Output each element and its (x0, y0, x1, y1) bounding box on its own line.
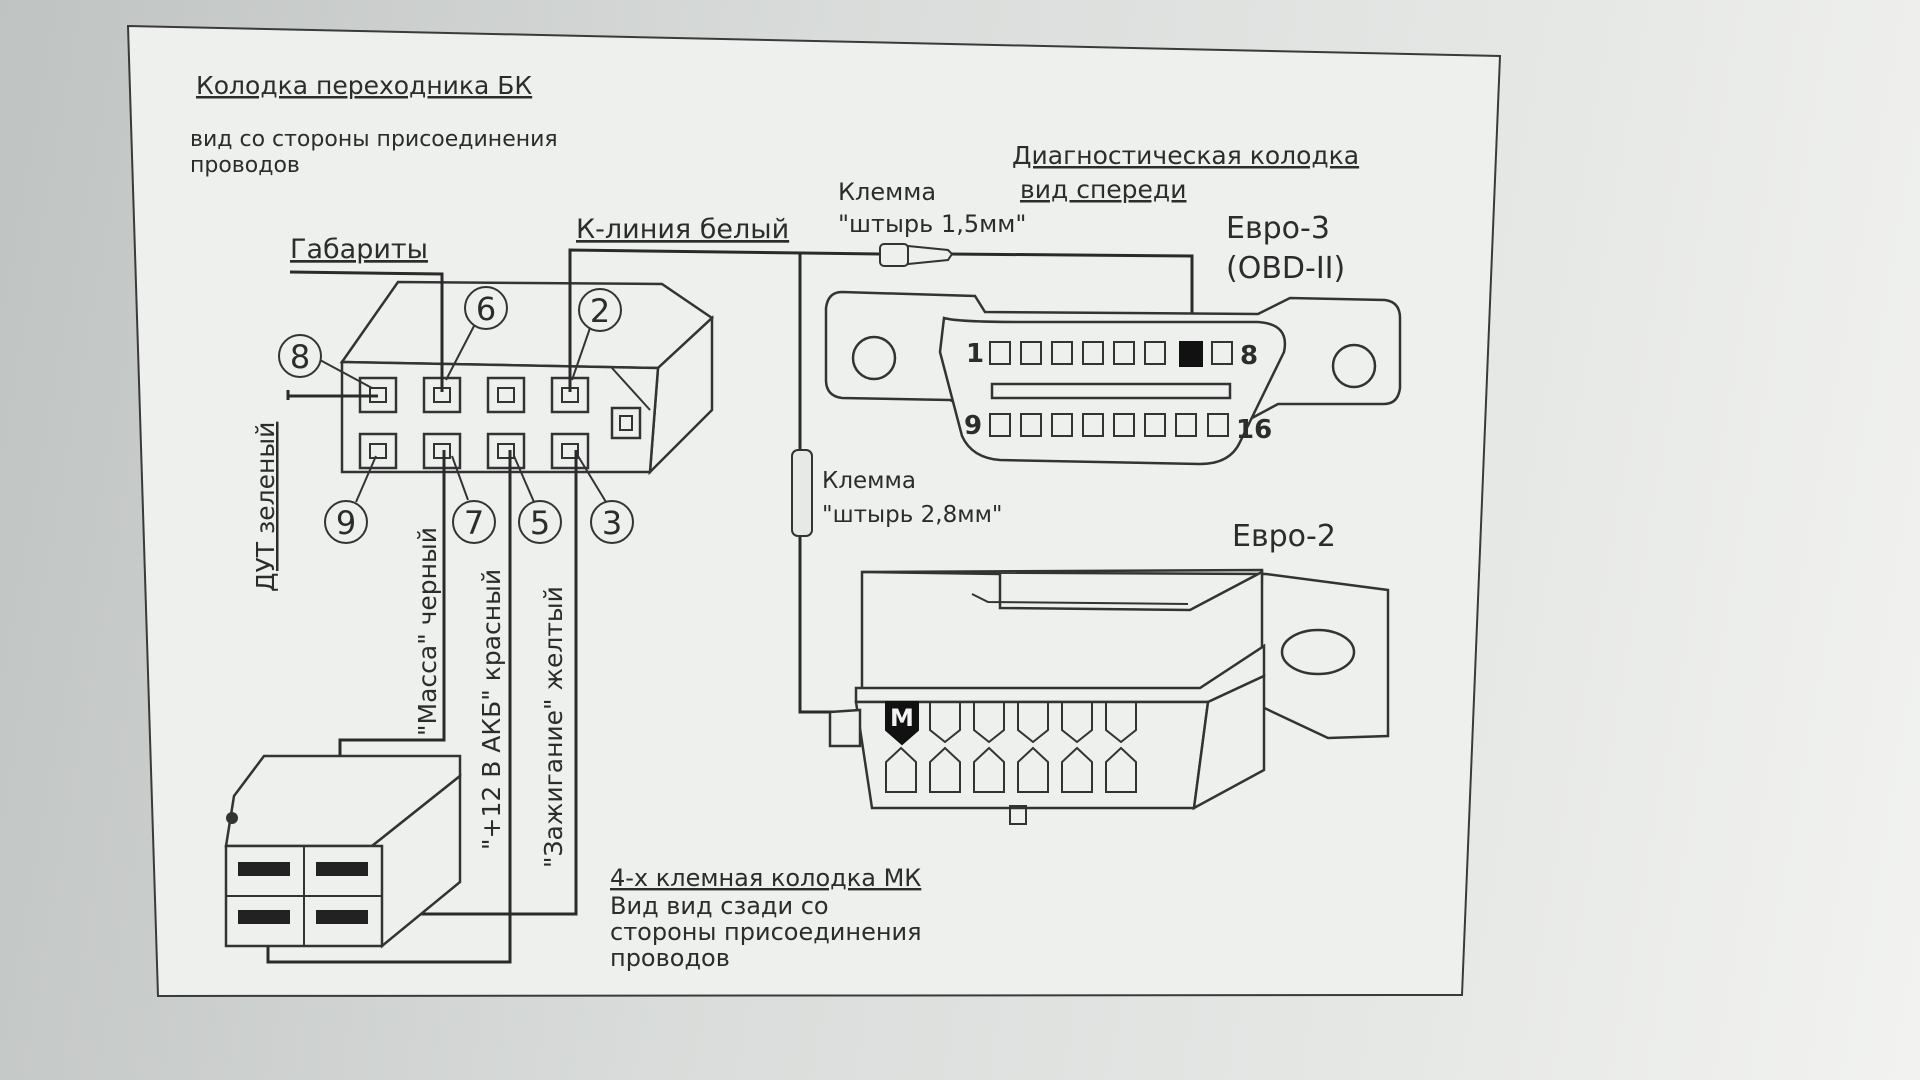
mk-4pin-block (224, 754, 462, 949)
euro2-connector (828, 568, 1390, 825)
euro3-title-line1: Евро-3 (1226, 211, 1330, 246)
ignition-label: "Зажигание" желтый (539, 586, 568, 868)
adapter-block (339, 280, 715, 476)
euro3-pin8-label: 8 (1240, 341, 1258, 371)
euro2-title: Евро-2 (1232, 519, 1336, 554)
adapter-block-subtitle-line1: вид со стороны присоединения (190, 127, 558, 152)
mk-block-label-line2: Вид вид сзади со (610, 892, 829, 920)
wire-gabarity (289, 270, 444, 392)
terminal-28-label-line2: "штырь 2,8мм" (822, 502, 1003, 528)
gabarity-label: Габариты (290, 234, 428, 265)
terminal-15-label-line2: "штырь 1,5мм" (838, 210, 1026, 238)
euro3-pin16-label: 16 (1236, 415, 1272, 445)
pin-number-3: 3 (590, 500, 634, 544)
adapter-block-title: Колодка переходника БК (196, 71, 532, 100)
diagnostic-title-line1: Диагностическая колодка (1012, 141, 1359, 170)
mk-block-label-line3: стороны присоединения (610, 918, 922, 946)
svg-text:2: 2 (590, 292, 610, 330)
euro3-title-line2: (OBD-II) (1226, 251, 1345, 286)
pin-number-5: 5 (518, 500, 562, 544)
svg-text:8: 8 (290, 338, 310, 376)
svg-text:9: 9 (336, 504, 356, 542)
euro3-pin9-label: 9 (964, 411, 982, 441)
euro2-pin-m (885, 701, 919, 746)
terminal-15-label-line1: Клемма (838, 178, 936, 206)
svg-text:7: 7 (464, 504, 484, 542)
adapter-pin-3-socket (550, 432, 590, 470)
massa-label: "Масса" черный (413, 527, 442, 736)
akb-label: "+12 В АКБ" красный (477, 569, 506, 850)
wire-k-line (568, 248, 881, 392)
k-line-label: К-линия белый (576, 214, 789, 245)
euro3-pin1-label: 1 (966, 339, 984, 369)
pin-number-8: 8 (278, 334, 322, 378)
terminal-15-pin (879, 243, 954, 267)
adapter-block-subtitle-line2: проводов (190, 153, 300, 178)
adapter-pin-4-socket (486, 376, 526, 414)
mk-block-label-line4: проводов (610, 944, 730, 972)
pin-number-6: 6 (464, 286, 508, 330)
svg-text:6: 6 (476, 290, 496, 328)
euro2-m-label: M (890, 704, 914, 732)
diagnostic-title-line2: вид спереди (1020, 175, 1186, 204)
adapter-pin-5-socket (486, 432, 526, 470)
svg-text:5: 5 (530, 504, 550, 542)
obd-pin-7-k-line (1179, 341, 1203, 367)
mk-block-label-line1: 4-х клемная колодка МК (610, 864, 921, 892)
adapter-pin-7-socket (422, 432, 462, 470)
pin-number-9: 9 (324, 500, 368, 544)
terminal-28-pin (791, 449, 813, 537)
pin-pointer-lines (319, 325, 607, 503)
pin-number-7: 7 (452, 500, 496, 544)
dut-label: ДУТ зеленый (251, 422, 280, 592)
terminal-28-label-line1: Клемма (822, 468, 916, 494)
pin-number-2: 2 (578, 288, 622, 332)
svg-text:3: 3 (602, 504, 622, 542)
euro3-obd2-connector (824, 290, 1402, 466)
adapter-pin-9-socket (358, 432, 398, 470)
